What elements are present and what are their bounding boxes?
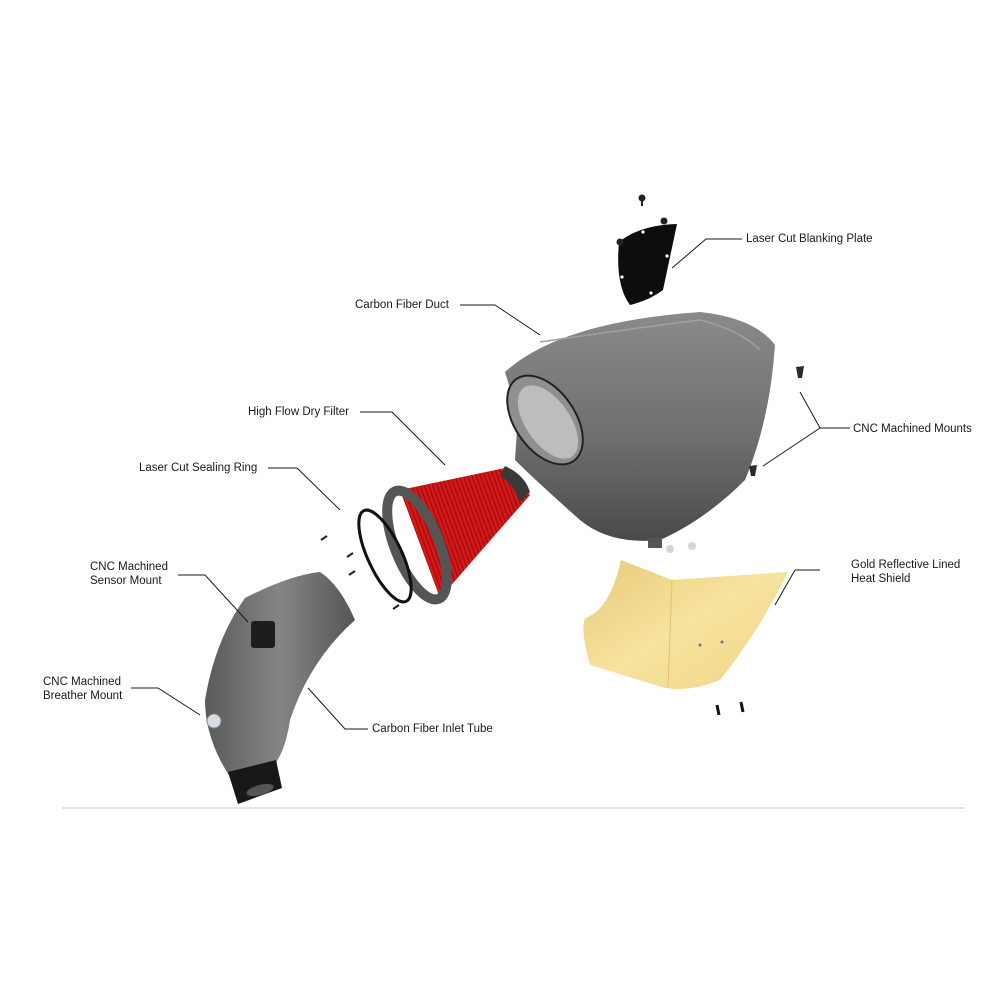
cnc-mounts	[749, 366, 804, 476]
label-heat-shield-line2: Heat Shield	[851, 573, 911, 585]
gold-heat-shield	[583, 560, 788, 716]
sealing-ring	[357, 508, 413, 604]
carbon-fiber-duct	[505, 312, 775, 553]
label-carbon-fiber-duct: Carbon Fiber Duct	[355, 299, 449, 311]
blanking-plate	[616, 194, 677, 305]
high-flow-dry-filter	[382, 466, 530, 605]
label-breather-mount-line2: Breather Mount	[43, 690, 123, 702]
label-sealing-ring: Laser Cut Sealing Ring	[139, 462, 258, 474]
label-inlet-tube: Carbon Fiber Inlet Tube	[372, 723, 493, 735]
label-sensor-mount-line1: CNC Machined	[90, 561, 168, 573]
label-breather-mount: CNC Machined Breather Mount	[43, 675, 122, 703]
label-breather-mount-line1: CNC Machined	[43, 676, 121, 688]
filter-screws	[320, 535, 400, 610]
carbon-fiber-inlet-tube	[205, 572, 355, 804]
label-heat-shield-line1: Gold Reflective Lined	[851, 559, 961, 571]
label-cnc-mounts: CNC Machined Mounts	[853, 423, 972, 435]
label-sensor-mount-line2: Sensor Mount	[90, 575, 162, 587]
label-blanking-plate: Laser Cut Blanking Plate	[746, 233, 873, 245]
leader-lines	[131, 238, 850, 730]
label-heat-shield: Gold Reflective Lined Heat Shield	[851, 558, 960, 586]
label-high-flow-filter: High Flow Dry Filter	[248, 406, 349, 418]
label-sensor-mount: CNC Machined Sensor Mount	[90, 560, 168, 588]
